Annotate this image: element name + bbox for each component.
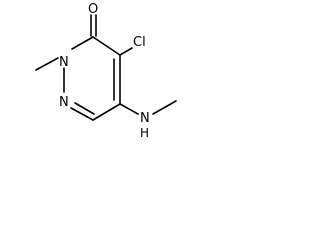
atom-nitrogen-1: N [59,95,69,110]
bond-c4-cl [119,47,133,56]
bond-c3-c4 [92,36,121,56]
atom-chlorine: Cl [133,35,146,50]
bond-n1-c6-b [74,102,95,115]
bond-n1-c6-a [70,107,94,121]
atom-oxygen: O [88,2,98,17]
bond-n2-methyl [35,57,59,71]
bond-nh-methyl [152,100,177,115]
bond-c5-nh [119,103,139,115]
atom-amine-hydrogen: H [140,126,149,140]
bond-c3-n2 [71,36,94,50]
atom-nitrogen-2: N [59,55,69,70]
atom-amine-nitrogen: N [140,111,150,126]
atom-labels: O Cl N N N H [59,2,150,140]
molecule-structure: O Cl N N N H [35,2,177,140]
bond-c6-c5 [92,103,121,121]
bonds [35,14,177,121]
